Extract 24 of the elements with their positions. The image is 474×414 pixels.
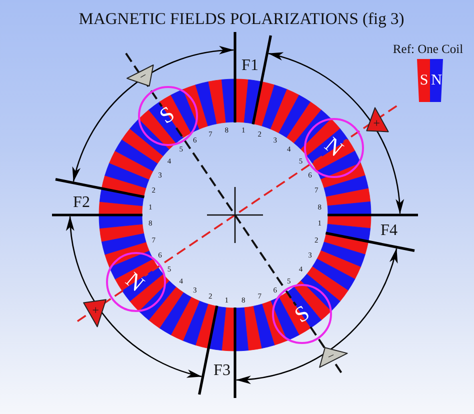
pole-circle xyxy=(272,284,332,344)
pole-letter: N xyxy=(431,73,442,88)
field-label: F2 xyxy=(73,195,90,211)
pole-circle xyxy=(304,118,364,178)
reference-caption: Ref: One Coil xyxy=(392,42,464,56)
field-label: F3 xyxy=(214,363,230,379)
field-label: F4 xyxy=(380,223,398,239)
pole-letter: N xyxy=(320,134,348,161)
polarity-sign: + xyxy=(373,117,380,130)
polarity-sign: + xyxy=(92,304,100,316)
triangle-marker xyxy=(126,64,155,87)
pole-letter: N xyxy=(122,268,148,296)
pole-letter: S xyxy=(156,102,179,128)
pole-circle xyxy=(106,252,166,312)
triangle-marker xyxy=(366,107,389,133)
polarity-sign: − xyxy=(325,349,336,363)
diagram-title: MAGNETIC FIELDS POLARIZATIONS (fig 3) xyxy=(78,10,404,27)
triangle-marker xyxy=(319,347,348,368)
pole-circle xyxy=(138,86,198,146)
pole-letter: S xyxy=(290,301,313,327)
triangle-marker xyxy=(83,299,107,328)
field-label: F1 xyxy=(242,58,258,74)
polarity-sign: − xyxy=(137,70,150,84)
pole-letter: S xyxy=(420,73,428,88)
